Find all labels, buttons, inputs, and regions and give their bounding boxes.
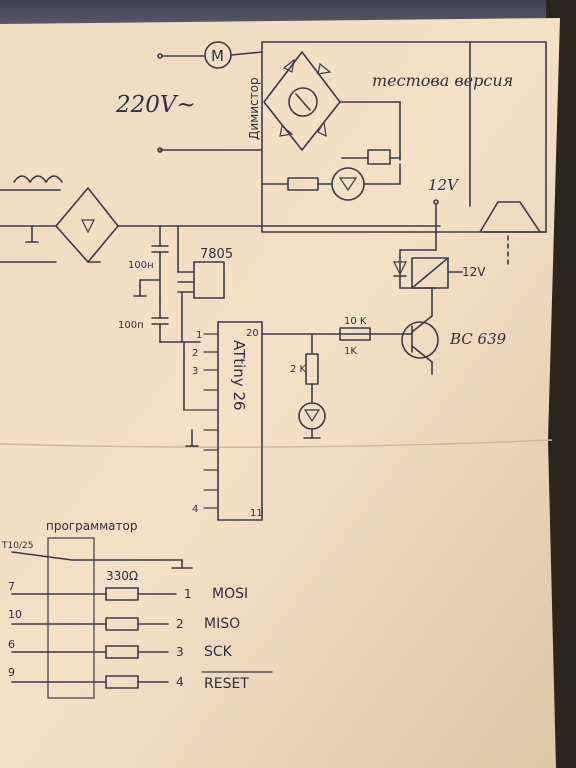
transistor-label: BC 639 bbox=[449, 330, 507, 348]
miso-signal: MISO bbox=[204, 616, 240, 632]
mosi-signal: MOSI bbox=[212, 586, 248, 602]
sck-signal: SCK bbox=[204, 644, 233, 660]
reset-signal: RESET bbox=[204, 676, 249, 692]
mcu-section: ATtiny 26 1 2 3 4 20 11 bbox=[183, 321, 401, 521]
programmer-box bbox=[47, 537, 95, 699]
relay-section: 12V 12V bbox=[393, 41, 547, 317]
programmer-label: программатор bbox=[46, 519, 138, 533]
motor-section: M 220V~ bbox=[115, 41, 263, 153]
test-version-label: тестова версия bbox=[372, 71, 513, 90]
mcu-label: ATtiny 26 bbox=[230, 340, 248, 411]
sck-pin-right: 3 bbox=[176, 645, 184, 659]
programmer-section: программатор Т10/25 330Ω 7 1 MOSI 10 2 M… bbox=[1, 519, 273, 699]
reset-pin-right: 4 bbox=[176, 675, 184, 689]
resistor-10k bbox=[339, 327, 371, 341]
pin1-label: 1 bbox=[196, 330, 202, 341]
cap2-label: 100п bbox=[118, 320, 144, 331]
motor-label: M bbox=[211, 47, 224, 65]
reset-pin-left: 9 bbox=[8, 666, 15, 679]
pin20-label: 20 bbox=[246, 328, 259, 339]
supply-section: 100н 100п 7805 bbox=[118, 225, 233, 411]
mains-label: 220V~ bbox=[115, 92, 196, 118]
transistor-symbol bbox=[401, 321, 439, 359]
triac-symbol bbox=[288, 87, 318, 117]
mosi-pin-right: 1 bbox=[184, 587, 192, 601]
cap1-label: 100н bbox=[128, 260, 154, 271]
relay-12v-label: 12V bbox=[462, 265, 486, 279]
sck-pin-left: 6 bbox=[8, 638, 15, 651]
paper-sheet bbox=[0, 18, 560, 768]
pin11-label: 11 bbox=[250, 508, 263, 519]
driver-section: 10 K 1K BC 639 2 K bbox=[290, 315, 507, 439]
relay-contact bbox=[479, 201, 541, 233]
pin3-label: 3 bbox=[192, 366, 198, 377]
resistor-1k-label: 1K bbox=[344, 346, 357, 357]
resistor-10k-label: 10 K bbox=[344, 316, 367, 327]
paper-fold bbox=[0, 439, 553, 448]
series-r-label: 330Ω bbox=[106, 569, 138, 583]
mosi-pin-left: 7 bbox=[8, 580, 15, 593]
pin2-label: 2 bbox=[192, 348, 198, 359]
regulator-label: 7805 bbox=[200, 247, 233, 262]
resistor-2k-label: 2 K bbox=[290, 364, 307, 375]
miso-pin-left: 10 bbox=[8, 608, 22, 621]
supply-12v-label: 12V bbox=[428, 176, 460, 194]
power-input bbox=[0, 175, 441, 263]
miso-pin-right: 2 bbox=[176, 617, 184, 631]
mcu-chip bbox=[217, 321, 263, 521]
regulator-7805 bbox=[193, 261, 225, 299]
bridge-section: Димистор тестова версия bbox=[247, 41, 547, 233]
pin4-label: 4 bbox=[192, 504, 198, 515]
dimmer-label: Димистор bbox=[247, 77, 261, 140]
ground-pin-label: Т10/25 bbox=[1, 541, 33, 551]
